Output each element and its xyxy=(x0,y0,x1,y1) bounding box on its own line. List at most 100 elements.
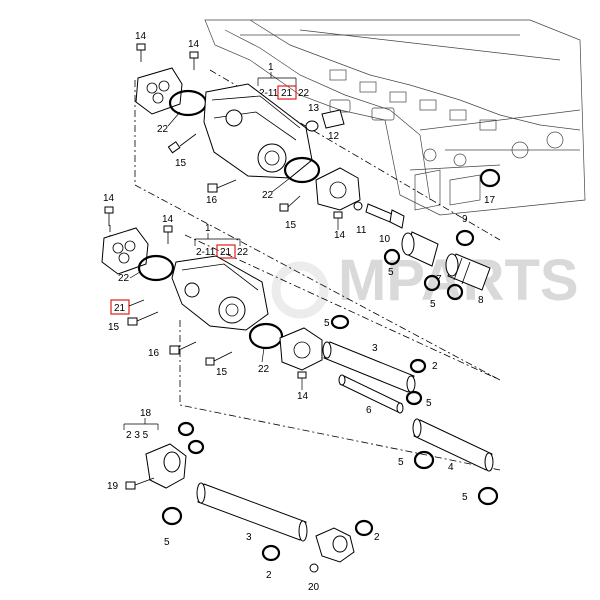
boundary-line-upper xyxy=(134,80,501,381)
watermark-gear-icon xyxy=(271,261,329,319)
elbow-fitting-lower-right xyxy=(315,527,355,563)
callout-11: 11 xyxy=(356,225,367,236)
callout-5-a: 5 xyxy=(388,267,394,278)
callout-22-d: 22 xyxy=(258,364,270,375)
callout-16-b: 16 xyxy=(148,348,160,359)
seal-ring-2-a xyxy=(409,358,427,374)
seal-ring-5-b xyxy=(423,274,441,292)
bolt-14-c xyxy=(333,211,343,219)
bolt-15-c xyxy=(127,311,159,326)
bolt-14-a xyxy=(136,43,146,62)
middle-highlight-box xyxy=(216,244,236,259)
bolt-19 xyxy=(125,477,155,490)
upper-group-ref-a: 21 xyxy=(281,88,293,99)
engine-block xyxy=(204,19,586,216)
callout-6: 6 xyxy=(366,405,372,416)
elbow-housing-lower xyxy=(145,443,187,489)
callout-5-c: 5 xyxy=(324,318,330,329)
bolt-15-a xyxy=(167,133,197,154)
bolt-14-b xyxy=(189,51,199,70)
pipe-4 xyxy=(412,418,494,472)
callout-2-a: 2 xyxy=(432,361,438,372)
cover-flange-middle xyxy=(101,227,149,275)
housing-upper xyxy=(203,83,313,179)
middle-group-ref-a: 21 xyxy=(220,247,232,258)
callout-13: 13 xyxy=(308,103,320,114)
seal-ring-5-c xyxy=(330,314,350,330)
fitting-10 xyxy=(365,203,405,229)
callout-21-side: 21 xyxy=(114,303,126,314)
seal-ring-17 xyxy=(479,168,501,188)
sleeve-12 xyxy=(321,109,345,129)
seal-22-d xyxy=(248,322,284,350)
callout-14-a: 14 xyxy=(135,31,147,42)
seal-ring-lower-b xyxy=(187,439,205,455)
middle-group-range: 2-11 xyxy=(196,247,216,258)
seal-22-c xyxy=(137,254,175,282)
callout-10: 10 xyxy=(379,234,391,245)
callout-12: 12 xyxy=(328,131,340,142)
callout-14-f: 14 xyxy=(297,391,309,402)
callout-5-g: 5 xyxy=(164,537,170,548)
seal-ring-5-f xyxy=(477,486,499,506)
callout-14-b: 14 xyxy=(188,39,200,50)
callout-5-b: 5 xyxy=(430,299,436,310)
seal-ring-top-lower xyxy=(177,421,195,437)
callout-15-c: 15 xyxy=(108,322,120,333)
lower-group-title: 18 xyxy=(140,408,152,419)
bolt-15-d xyxy=(205,351,233,366)
pipe-7 xyxy=(401,231,439,267)
pipe-8 xyxy=(445,253,491,291)
middle-group-title: 1 xyxy=(205,223,211,234)
plug-20 xyxy=(309,563,319,573)
housing-middle xyxy=(171,255,269,331)
lower-group-sub: 2 3 5 xyxy=(126,430,149,441)
seal-ring-2-b xyxy=(261,544,281,562)
bolt-14-d xyxy=(104,206,114,226)
pipe-3-a xyxy=(322,341,416,393)
bolt-16-b xyxy=(169,341,197,355)
callout-20: 20 xyxy=(308,582,320,593)
callout-19: 19 xyxy=(107,481,119,492)
seal-ring-5-extra xyxy=(446,283,464,301)
callout-22-b: 22 xyxy=(262,190,274,201)
bolt-15-b xyxy=(279,195,301,212)
lower-group-bracket: 18 2 3 5 xyxy=(123,408,159,441)
flange-middle-right xyxy=(279,327,323,371)
seal-ring-5-a xyxy=(383,248,401,266)
callout-2-b: 2 xyxy=(266,570,272,581)
side-highlight-box xyxy=(110,299,130,315)
seal-ring-2-c xyxy=(354,519,374,537)
callout-15-d: 15 xyxy=(216,367,228,378)
upper-group-bracket: 1 2-11 21 22 xyxy=(257,62,310,100)
upper-group-ref-b: 22 xyxy=(298,88,310,99)
callout-15-b: 15 xyxy=(285,220,297,231)
upper-group-title: 1 xyxy=(268,62,274,73)
callout-4: 4 xyxy=(448,462,454,473)
middle-group-bracket: 1 2-11 21 22 xyxy=(194,223,249,259)
seal-ring-9 xyxy=(455,229,475,247)
pipe-6 xyxy=(338,374,404,414)
seal-ring-5-g xyxy=(161,506,183,526)
middle-group-ref-b: 22 xyxy=(237,247,249,258)
callout-22-c: 22 xyxy=(118,273,130,284)
upper-group-range: 2-11 xyxy=(259,88,279,99)
plug-13 xyxy=(305,120,319,132)
callout-17: 17 xyxy=(484,195,496,206)
callout-14-d: 14 xyxy=(103,193,115,204)
cover-flange-upper xyxy=(135,67,183,115)
bolt-14-f xyxy=(297,371,307,379)
boundary-line-middle-lower xyxy=(179,320,501,471)
seal-ring-5-d xyxy=(405,390,423,406)
callout-14-c: 14 xyxy=(334,230,346,241)
callout-5-e: 5 xyxy=(398,457,404,468)
pipe-3-b xyxy=(196,482,308,542)
callout-2-c: 2 xyxy=(374,532,380,543)
boundary-line-middle-right xyxy=(184,234,501,381)
bolt-14-e xyxy=(163,225,173,244)
callout-16-a: 16 xyxy=(206,195,218,206)
flange-upper-right xyxy=(315,167,361,211)
callout-22-a: 22 xyxy=(157,124,169,135)
callout-3-b: 3 xyxy=(246,532,252,543)
